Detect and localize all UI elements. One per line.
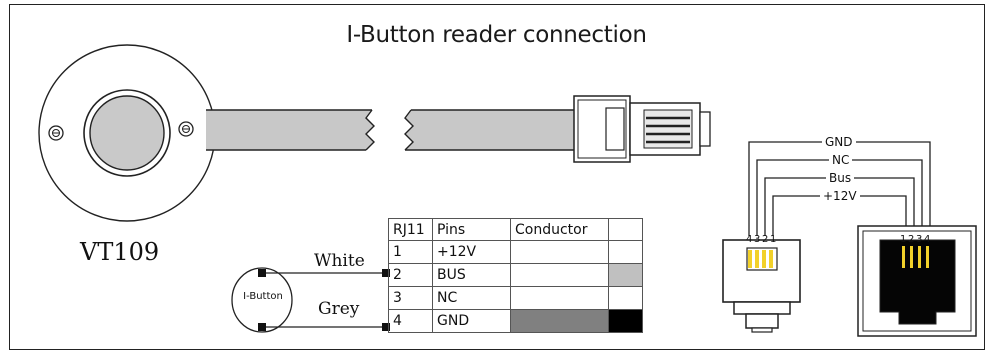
conductor-cell [510, 309, 609, 333]
table-row: 2 BUS [388, 263, 643, 287]
screw-left-icon [48, 125, 64, 141]
pin-name: GND [432, 309, 511, 333]
rj11-number: 4 [388, 309, 433, 333]
diagram-title: I-Button reader connection [346, 22, 647, 48]
swatch-cell [608, 286, 643, 310]
column-header-pins: Pins [432, 218, 511, 241]
swatch-cell [608, 309, 643, 333]
jack-pin-number: 3 [916, 234, 923, 245]
rj11-number: 3 [388, 286, 433, 310]
signal-label-12v: +12V [820, 189, 860, 203]
column-header-rj11: RJ11 [388, 218, 433, 241]
table-header-row: RJ11 Pins Conductor [388, 218, 643, 241]
swatch-cell [608, 240, 643, 264]
swatch-color [609, 310, 642, 332]
conductor-cell [510, 240, 609, 264]
conductor-color [511, 287, 608, 309]
ibutton-wiring [231, 267, 390, 333]
table-row: 3 NC [388, 286, 643, 310]
plug-pin-number: 3 [754, 234, 761, 245]
column-header-swatch [608, 218, 643, 241]
grey-wire-label: Grey [318, 299, 360, 319]
table-row: 1 +12V [388, 240, 643, 264]
conductor-cell [510, 263, 609, 287]
ibutton-reader [38, 44, 216, 222]
plug-pin-number: 1 [770, 234, 777, 245]
swatch-color [609, 264, 642, 286]
conductor-color [511, 264, 608, 286]
swatch-cell [608, 263, 643, 287]
rj11-jack-front-view [857, 225, 977, 337]
ibutton-label: I-Button [243, 291, 283, 302]
jack-pin-number: 2 [908, 234, 915, 245]
jack-pin-number: 1 [900, 234, 907, 245]
diagram-frame [9, 4, 985, 350]
pin-name: BUS [432, 263, 511, 287]
conductor-cell [510, 286, 609, 310]
rj11-number: 1 [388, 240, 433, 264]
signal-label-nc: NC [829, 153, 853, 167]
screw-right-icon [178, 121, 194, 137]
cable-right [404, 109, 574, 151]
rj11-plug-front-view [722, 239, 801, 333]
column-header-conductor: Conductor [510, 218, 609, 241]
model-label: VT109 [80, 238, 160, 266]
conductor-color [511, 241, 608, 263]
plug-pin-number: 2 [762, 234, 769, 245]
signal-label-gnd: GND [822, 135, 856, 149]
conductor-color [511, 310, 608, 332]
signal-label-bus: Bus [826, 171, 855, 185]
pin-table: RJ11 Pins Conductor 1 +12V 2 BUS 3 NC 4 … [388, 218, 643, 333]
plug-pin-number: 4 [746, 234, 753, 245]
pin-name: NC [432, 286, 511, 310]
swatch-color [609, 287, 642, 309]
white-wire-label: White [314, 251, 365, 271]
pin-name: +12V [432, 240, 511, 264]
rj11-plug-side-view [573, 95, 711, 163]
jack-pin-number: 4 [924, 234, 931, 245]
cable-left [206, 109, 375, 151]
table-row: 4 GND [388, 309, 643, 333]
swatch-color [609, 241, 642, 263]
rj11-number: 2 [388, 263, 433, 287]
